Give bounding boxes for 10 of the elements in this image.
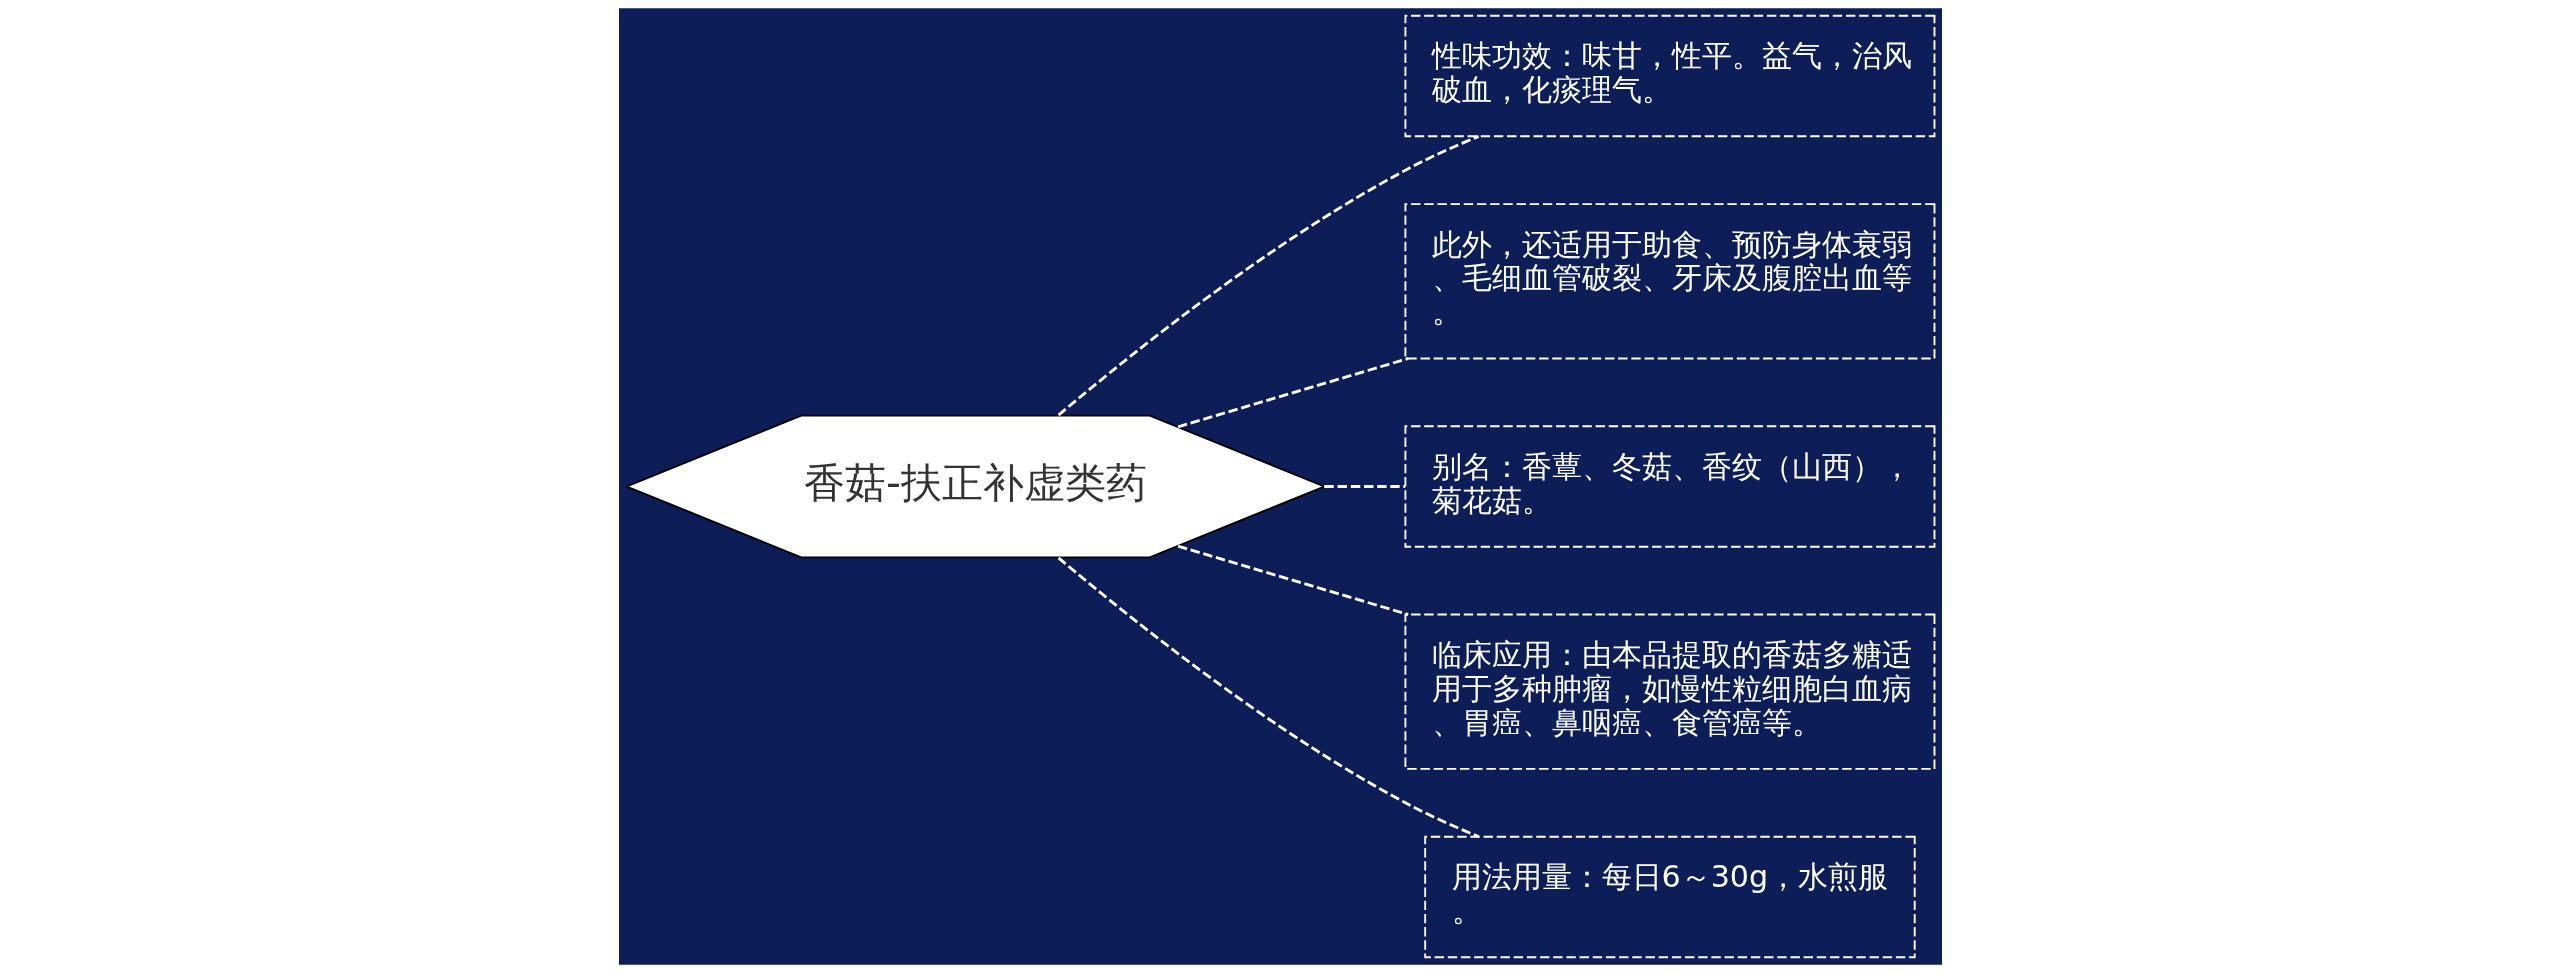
- connector: [1177, 357, 1409, 429]
- node-box: 性味功效：味甘，性平。益气，治风破血，化痰理气。: [1403, 14, 1935, 138]
- connector: [1057, 556, 1479, 838]
- node-box: 临床应用：由本品提取的香菇多糖适用于多种肿瘤，如慢性粒细胞白血病、胃癌、鼻咽癌、食管癌等。: [1403, 613, 1935, 770]
- connector: [1057, 135, 1479, 417]
- connector: [1177, 544, 1409, 616]
- connector: [1323, 485, 1405, 488]
- node-box: 此外，还适用于助食、预防身体衰弱、毛细血管破裂、牙床及腹腔出血等。: [1403, 203, 1935, 360]
- node-box: 别名：香蕈、冬菇、香纹（山西），菊花菇。: [1403, 425, 1935, 548]
- node-box: 用法用量：每日6～30g，水煎服。: [1423, 835, 1916, 959]
